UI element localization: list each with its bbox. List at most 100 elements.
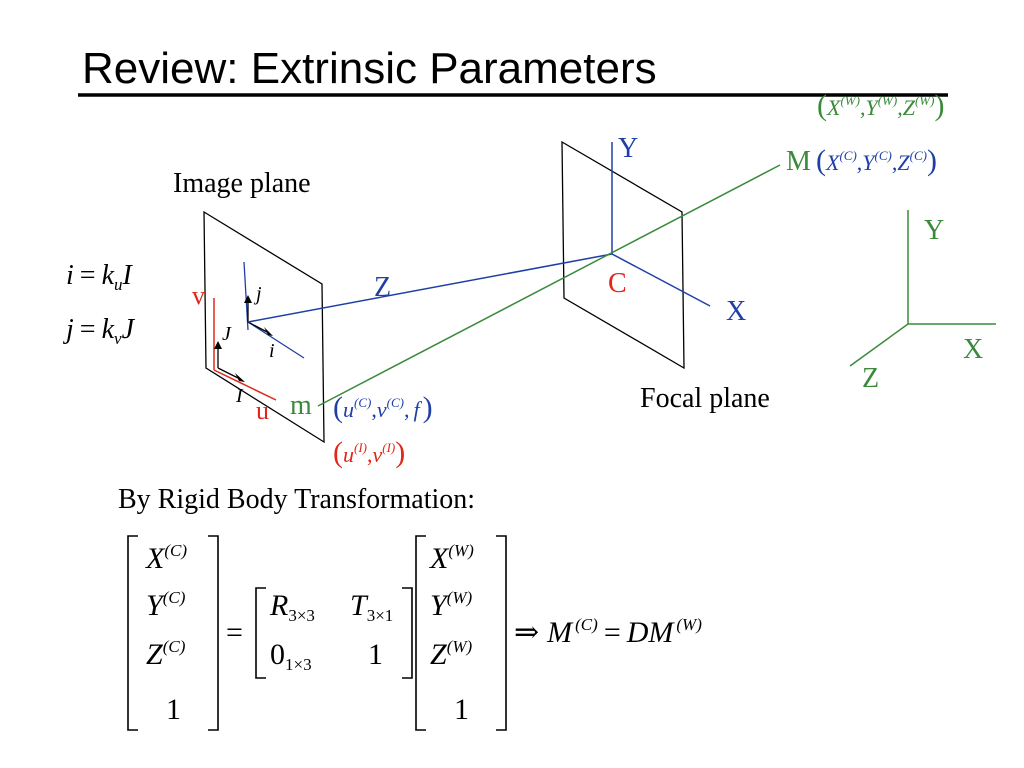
comma: , bbox=[892, 150, 898, 175]
image-cam-u: u bbox=[343, 397, 354, 422]
r21-base: 0 bbox=[270, 638, 285, 671]
paren-open: ( bbox=[333, 436, 343, 469]
camera-z-sup: (C) bbox=[910, 148, 927, 163]
camera-x-axis bbox=[611, 253, 711, 307]
image-cam-f: f bbox=[413, 397, 422, 422]
camera-z-axis bbox=[247, 253, 613, 323]
focal-plane bbox=[561, 140, 685, 370]
world-z: Z bbox=[903, 95, 916, 120]
rhs-base: Z bbox=[430, 638, 447, 671]
eq1-sub: u bbox=[114, 275, 123, 294]
image-plane-vertical-axis bbox=[243, 261, 249, 331]
scaling-equation-j: j=kvJ bbox=[63, 314, 136, 348]
comma: , bbox=[404, 397, 410, 422]
matrix-r21: 01×3 bbox=[270, 638, 312, 674]
lhs-entry: X(C) bbox=[145, 541, 187, 575]
camera-y-sup: (C) bbox=[875, 148, 892, 163]
world-y-label: Y bbox=[924, 215, 944, 246]
result-rhs-sup: (W) bbox=[676, 615, 702, 634]
r12-sub: 3×1 bbox=[367, 606, 394, 625]
image-pix-u: u bbox=[343, 442, 354, 467]
camera-x-label: X bbox=[726, 296, 746, 327]
scaling-equation-i: i=kuI bbox=[66, 260, 134, 294]
world-y-sup: (W) bbox=[878, 93, 898, 108]
lhs-entry: Z(C) bbox=[146, 637, 186, 671]
I-arrowhead bbox=[235, 373, 245, 382]
matrix-r12: T3×1 bbox=[350, 589, 393, 625]
rhs-bracket-left bbox=[415, 535, 426, 731]
lhs-base: 1 bbox=[166, 693, 181, 726]
rhs-base: 1 bbox=[454, 693, 469, 726]
implies-symbol: ⇒ bbox=[514, 616, 539, 649]
J-arrowhead bbox=[214, 341, 222, 349]
camera-y-label: Y bbox=[618, 133, 638, 164]
u-axis bbox=[213, 369, 277, 401]
lhs-base: Y bbox=[146, 589, 166, 622]
rhs-sup: (W) bbox=[448, 541, 474, 560]
world-x-label: X bbox=[963, 334, 983, 365]
transform-result: ⇒M(C)=DM(W) bbox=[514, 615, 702, 649]
image-pix-v: v bbox=[373, 442, 383, 467]
slide-title: Review: Extrinsic Parameters bbox=[82, 44, 657, 93]
i-arrow bbox=[247, 321, 268, 333]
image-pix-v-sup: (I) bbox=[382, 440, 395, 455]
r11-base: R bbox=[269, 589, 288, 622]
rhs-entry: Y(W) bbox=[430, 588, 473, 622]
eq1-var: I bbox=[122, 260, 134, 291]
lhs-sup: (C) bbox=[163, 637, 186, 656]
image-point-label: m bbox=[290, 390, 312, 421]
eq1-equals: = bbox=[80, 260, 96, 291]
image-plane bbox=[203, 210, 325, 444]
rhs-entry: X(W) bbox=[429, 541, 474, 575]
eq2-coef: k bbox=[102, 314, 115, 345]
comma: , bbox=[371, 397, 377, 422]
rhs-sup: (W) bbox=[447, 637, 473, 656]
eq1-coef: k bbox=[102, 260, 115, 291]
matrix-r22: 1 bbox=[368, 638, 383, 671]
paren-close: ) bbox=[395, 436, 405, 469]
image-cam-u-sup: (C) bbox=[354, 395, 371, 410]
projection-ray bbox=[317, 164, 781, 407]
lhs-sup: (C) bbox=[163, 588, 186, 607]
label-u: u bbox=[256, 396, 269, 425]
comma: , bbox=[367, 442, 373, 467]
camera-z-label: Z bbox=[374, 272, 391, 303]
lhs-base: X bbox=[145, 542, 166, 575]
world-z-sup: (W) bbox=[915, 93, 935, 108]
rhs-base: Y bbox=[430, 589, 450, 622]
lhs-entry: Y(C) bbox=[146, 588, 186, 622]
image-plane-horizontal-axis bbox=[247, 321, 305, 359]
paren-open: ( bbox=[816, 144, 826, 177]
label-J: J bbox=[222, 323, 232, 345]
world-x: X bbox=[826, 95, 842, 120]
comma: , bbox=[897, 95, 903, 120]
I-arrow bbox=[217, 367, 239, 379]
matrix-bracket-right bbox=[402, 587, 413, 679]
paren-open: ( bbox=[333, 391, 343, 424]
lhs-sup: (C) bbox=[164, 541, 187, 560]
lhs-bracket-right bbox=[208, 535, 219, 731]
world-x-sup: (W) bbox=[840, 93, 860, 108]
paren-close: ) bbox=[927, 144, 937, 177]
label-I: I bbox=[235, 385, 244, 407]
matrix-bracket-left bbox=[255, 587, 266, 679]
camera-y: Y bbox=[862, 150, 877, 175]
lhs-bracket-left bbox=[127, 535, 138, 731]
image-cam-coords: (u(C),v(C),f) bbox=[333, 391, 433, 424]
image-pix-coords: (u(I),v(I)) bbox=[333, 436, 405, 469]
paren-open: ( bbox=[817, 89, 827, 122]
rhs-entry: 1 bbox=[454, 693, 469, 726]
lhs-entry: 1 bbox=[166, 693, 181, 726]
r11-sub: 3×3 bbox=[288, 606, 315, 625]
result-rhs-base: DM bbox=[626, 616, 676, 649]
paren-close: ) bbox=[934, 89, 944, 122]
rhs-base: X bbox=[429, 542, 450, 575]
camera-x: X bbox=[825, 150, 841, 175]
matrix-r11: R3×3 bbox=[269, 589, 315, 625]
lhs-base: Z bbox=[146, 638, 163, 671]
world-z-axis bbox=[849, 323, 909, 367]
j-arrowhead bbox=[244, 295, 252, 303]
rhs-entry: Z(W) bbox=[430, 637, 473, 671]
